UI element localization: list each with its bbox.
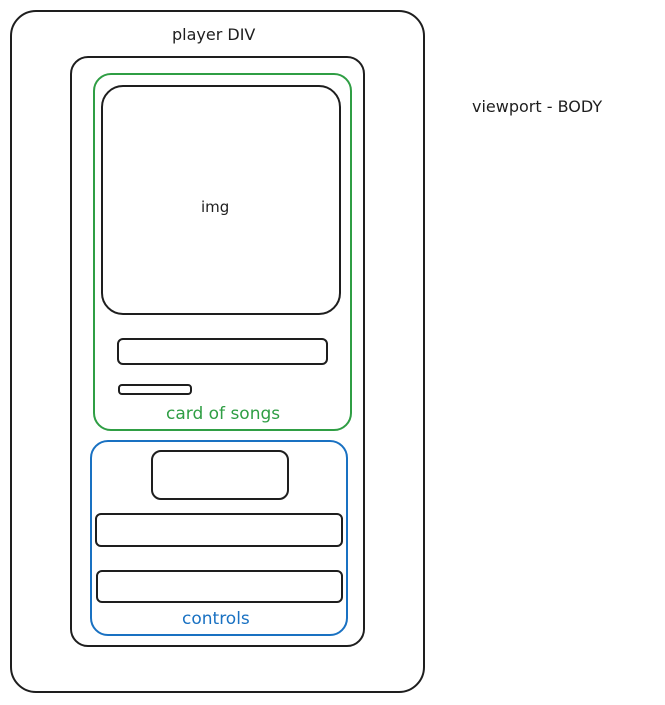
inner-container-box: [70, 56, 365, 647]
song-title-bar: [117, 338, 328, 365]
controls-row-placeholder: [96, 570, 343, 603]
viewport-body-label: viewport - BODY: [472, 97, 603, 116]
controls-box: [90, 440, 348, 636]
img-label: img: [201, 198, 230, 216]
img-placeholder-box: [101, 85, 341, 315]
play-button-placeholder: [151, 450, 289, 500]
progress-bar-placeholder: [95, 513, 343, 547]
controls-label: controls: [182, 609, 250, 629]
player-div-box: [10, 10, 425, 693]
song-artist-bar: [118, 384, 192, 395]
card-of-songs-label: card of songs: [166, 404, 281, 424]
card-of-songs-box: [93, 73, 352, 431]
player-div-label: player DIV: [172, 25, 256, 44]
